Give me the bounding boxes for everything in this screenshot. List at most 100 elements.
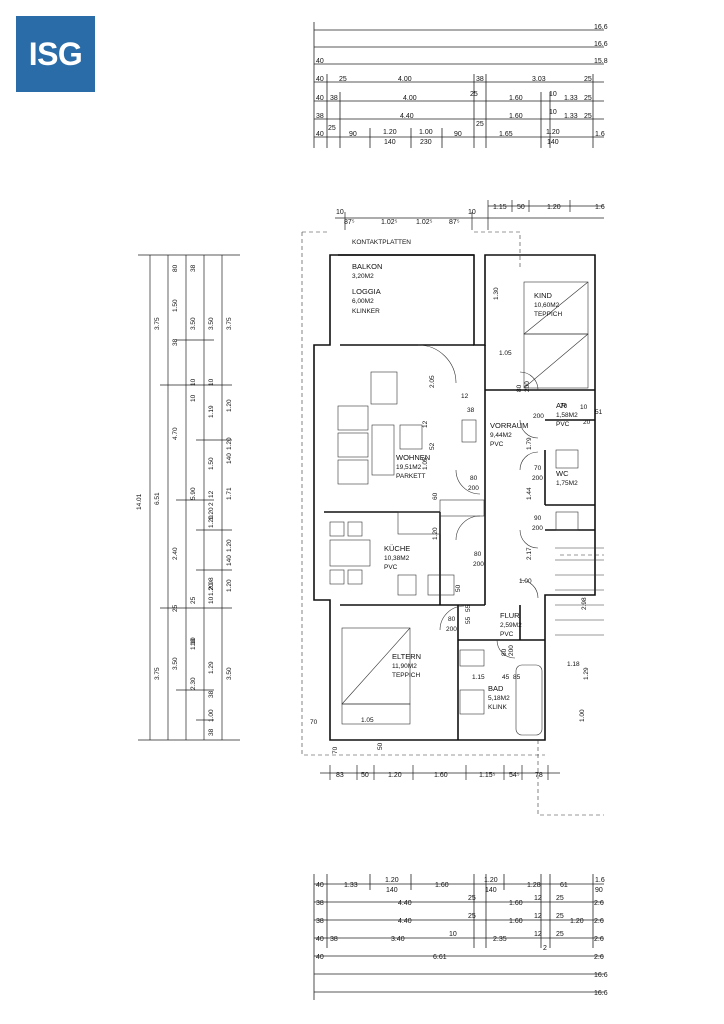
dim-text: 1.20 [226,399,233,412]
dim-text: 1.10 [190,637,197,650]
dim-text: 1.79 [526,437,533,450]
left-dimension-lines [138,254,240,741]
dim-text: 3.75 [226,317,233,330]
room-name-vorraum: VORRAUM [490,421,528,430]
room-name-kueche: KÜCHE [384,544,410,553]
bottom-dimension-lines [313,874,604,1000]
interior-dimension-labels: 2.05 12 38 12 1.05 52 1.30 1.05 80 200 7… [310,287,603,754]
room-floor-kueche: PVC [384,564,398,571]
dim-text: 25 [328,125,336,132]
room-floor-ar: PVC [556,421,570,428]
dim-text: 4.00 [403,95,417,102]
dim-text: 40 [316,954,324,961]
dim-text: 14.01 [136,493,143,510]
dim-text: 1.00 [208,709,215,722]
room-area-eltern: 11,90M2 [392,663,417,670]
dim-text: 87⁵ [344,219,355,226]
room-area-loggia: 6,00M2 [352,298,374,305]
room-name-bad: BAD [488,684,504,693]
dim-text: 2.6 [594,900,604,907]
dim-text: 78 [535,772,543,779]
dim-text: 38 [316,900,324,907]
dim-text: 12 [534,931,542,938]
dim-text: 25 [584,95,592,102]
bottom-dimension-labels: 83 50 1.20 1.60 1.15⁵ 54⁵ 78 [336,772,543,779]
room-floor-eltern: TEPPICH [392,672,420,679]
dim-text: 2.40 [172,547,179,560]
room-floor-flur: PVC [500,631,514,638]
room-area-vorraum: 9,44M2 [490,432,512,439]
dim-text: 1.20 [226,539,233,552]
dim-text: 200 [532,525,543,532]
top-dimension-lines [313,22,604,148]
dim-text: 25 [556,913,564,920]
dim-text: 10 [190,394,197,402]
dim-text: 4.40 [398,918,412,925]
dim-text: 16.6 [594,41,608,48]
dim-text: 1.20 [388,772,402,779]
dim-text: 38 [330,936,338,943]
room-floor-vorraum: PVC [490,441,504,448]
dim-text: 2 [208,502,215,506]
dim-text: 3.50 [226,667,233,680]
dim-text: 200 [532,475,543,482]
dim-text: 87⁵ [449,219,460,226]
dim-text: 10 [549,91,557,98]
dim-text: 2.17 [526,547,533,560]
room-area-wohnen: 19,51M2 [396,464,422,471]
dim-text: 200 [508,645,515,656]
dim-text: 25 [584,76,592,83]
dim-text: 2.98 [208,577,215,590]
room-name-eltern: ELTERN [392,652,421,661]
dim-text: 40 [316,882,324,889]
dim-text: 40 [316,95,324,102]
dim-text: 61 [560,882,568,889]
dim-text: 2.6 [594,954,604,961]
dim-text: 38 [316,918,324,925]
dim-text: 38 [316,113,324,120]
dim-text: 15.8 [594,58,608,65]
dim-text: 1.05 [361,717,374,724]
room-name-balkon: BALKON [352,262,382,271]
dim-text: 3.75 [154,317,161,330]
dim-text: 1.20 [432,527,439,540]
room-area-wc: 1,75M2 [556,480,578,487]
dim-text: 25 [556,931,564,938]
left-dimension-labels: 3.75 4.70 6.51 2.40 3.50 3.75 14.01 80 1… [136,264,233,736]
dim-text: 200 [524,381,531,392]
dim-text: 1.60 [509,918,523,925]
dim-text: 12 [422,420,429,428]
dim-text: 1.6 [595,131,605,138]
room-floor-wohnen: PARKETT [396,473,426,480]
dim-text: 25 [556,895,564,902]
dim-text: 51 [595,409,603,416]
dim-text: 4.40 [398,900,412,907]
dim-text: 50 [377,742,384,750]
room-floor-kind: TEPPICH [534,311,562,318]
dim-text: 2.6 [594,918,604,925]
dim-text: 3.50 [172,657,179,670]
dim-text: 1.19 [208,405,215,418]
dim-text: 10 [449,931,457,938]
room-area-kueche: 10,38M2 [384,555,410,562]
dim-text: 85 [513,674,521,681]
dim-text: 38 [330,95,338,102]
room-name-kind: KIND [534,291,553,300]
room-name-loggia: LOGGIA [352,287,381,296]
dim-text: 10 [190,638,197,646]
dim-text: 1.6 [595,877,605,884]
dim-text: 80 [516,384,523,392]
dim-text: 10 [580,404,588,411]
dim-text: 38 [208,690,215,698]
room-area-kind: 10,60M2 [534,302,560,309]
outline-dashed [301,231,604,816]
dim-text: 1.50 [208,457,215,470]
room-floor-loggia: KLINKER [352,308,380,315]
dim-text: 1.33 [564,95,578,102]
dim-text: 80 [470,475,478,482]
dim-text: 40 [316,58,324,65]
dim-text: 1.00 [419,129,433,136]
room-area-balkon: 3,20M2 [352,273,374,280]
dim-text: 1.20 [570,918,584,925]
dim-text: 70 [560,403,568,410]
